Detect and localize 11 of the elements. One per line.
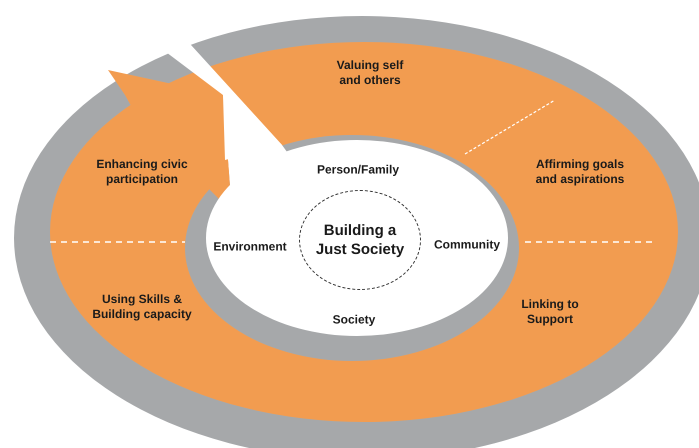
ring-label: Society (332, 312, 376, 328)
ring-label: Environment (212, 240, 288, 254)
ring-label: Community (433, 238, 501, 252)
segment-label: Using Skills & Building capacity (91, 292, 193, 322)
center-title: Building a Just Society (314, 220, 406, 260)
segment-label: Affirming goals and aspirations (534, 157, 626, 187)
segment-label: Enhancing civic participation (95, 157, 189, 187)
segment-label: Valuing self and others (336, 58, 404, 88)
ring-label: Person/Family (316, 162, 400, 178)
center-circle (299, 190, 421, 290)
segment-label: Linking to Support (520, 297, 580, 327)
